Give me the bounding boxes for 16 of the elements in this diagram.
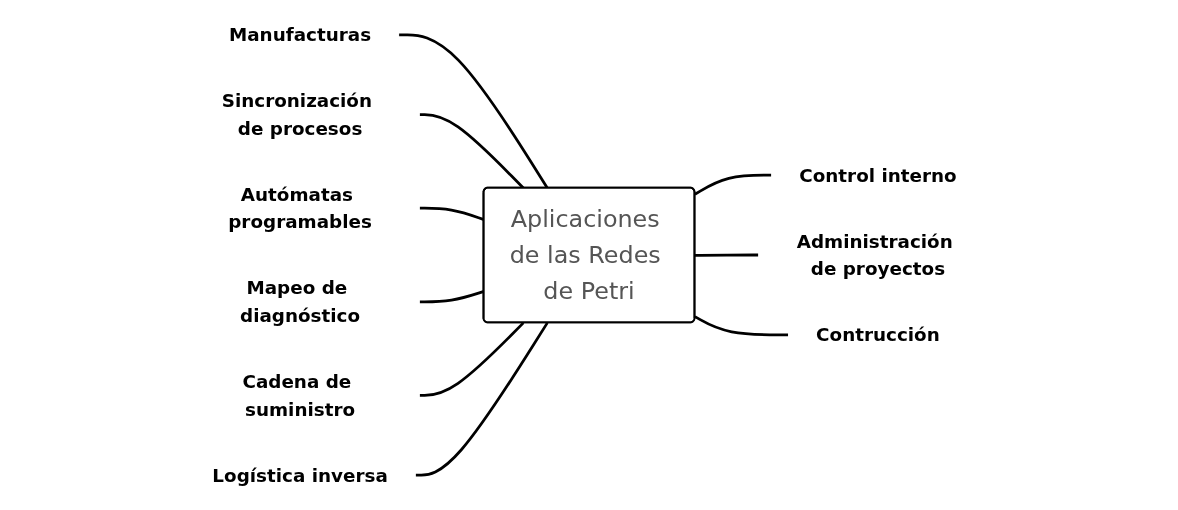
connector: [398, 33, 549, 189]
node-text: Logística inversa: [212, 464, 388, 487]
connector: [694, 173, 772, 196]
connector: [415, 322, 549, 477]
node-text: Manufacturas: [228, 23, 372, 46]
node-text: Mapeo de diagnóstico: [240, 277, 361, 327]
connector: [694, 315, 789, 337]
node-text: Control interno: [799, 164, 957, 187]
node-text: Administración de proyectos: [796, 230, 953, 280]
node-text: Cadena de suministro: [242, 370, 356, 421]
connector: [419, 321, 525, 397]
connector: [694, 253, 759, 257]
node-text: Contrucción: [816, 323, 940, 346]
node-text: Autómatas programables: [228, 183, 372, 233]
node-text: Sincronización de procesos: [221, 89, 373, 140]
connector: [419, 113, 525, 189]
